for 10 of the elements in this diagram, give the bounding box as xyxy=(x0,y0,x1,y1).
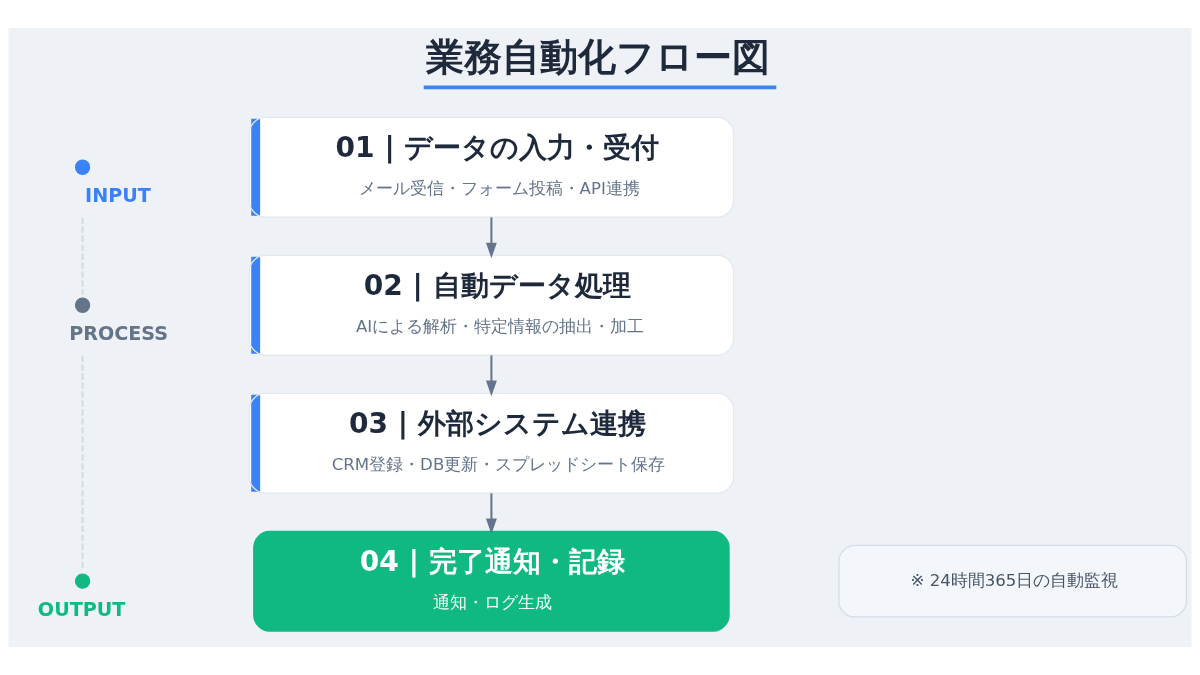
node-circle xyxy=(74,297,91,313)
diagram-title: 業務自動化フロー図 xyxy=(426,34,771,80)
node-circle xyxy=(74,159,91,175)
node-label: INPUT xyxy=(85,183,151,207)
node-circle xyxy=(74,573,91,589)
arrow xyxy=(485,355,497,397)
node-label: PROCESS xyxy=(69,321,169,345)
arrow xyxy=(485,493,497,535)
node-label: OUTPUT xyxy=(37,597,126,621)
arrow xyxy=(485,217,497,259)
